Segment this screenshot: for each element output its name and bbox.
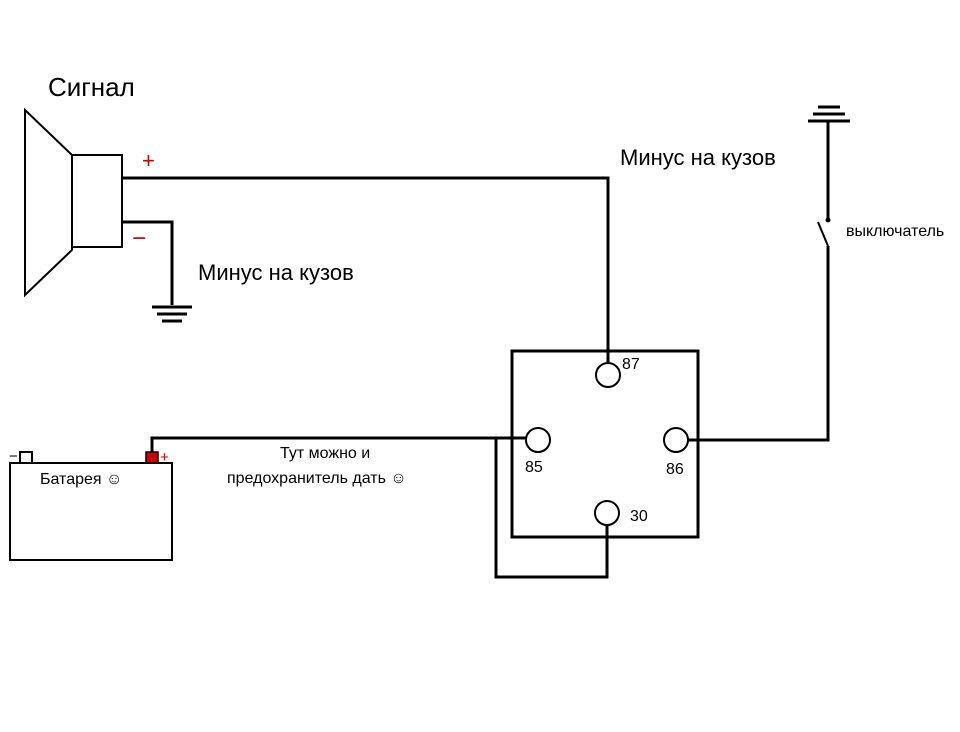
horn-minus-label: − (132, 225, 146, 252)
horn-plus-label: + (142, 148, 155, 173)
battery-plus-label: + (160, 449, 169, 466)
wire-battery-to-85 (150, 436, 526, 452)
relay-pin-86 (663, 427, 689, 453)
horn-body (71, 154, 123, 248)
switch-symbol (817, 217, 831, 247)
ground-symbol-switch (808, 105, 850, 123)
wire-85-to-30 (494, 438, 609, 579)
battery-label: Батарея ☺ (40, 471, 122, 488)
relay-pin-85-label: 85 (525, 459, 543, 476)
fuse-note-line2: предохранитель дать ☺ (227, 470, 407, 487)
wire-switch-to-86 (688, 246, 830, 442)
horn-speaker (24, 107, 123, 298)
relay-box (510, 349, 700, 539)
fuse-note-line1: Тут можно и (280, 445, 370, 462)
horn-cone (24, 107, 73, 298)
relay-pin-30 (594, 500, 620, 526)
battery (9, 451, 173, 561)
ground-switch-label: Минус на кузов (620, 145, 776, 170)
relay-pin-87-label: 87 (622, 356, 640, 373)
battery-minus-label: − (9, 448, 18, 465)
wire-horn-to-87 (122, 176, 610, 362)
diagram-title: Сигнал (48, 72, 135, 102)
relay-pin-85 (525, 427, 551, 453)
battery-body (9, 462, 173, 561)
ground-horn-label: Минус на кузов (198, 260, 354, 285)
battery-plus-terminal (145, 451, 159, 464)
relay-pin-30-label: 30 (630, 508, 648, 525)
wire-horn-to-ground (122, 220, 174, 305)
ground-symbol-horn (152, 305, 192, 323)
relay-pin-87 (595, 362, 621, 388)
relay-pin-86-label: 86 (666, 461, 684, 478)
switch-label: выключатель (846, 223, 944, 240)
battery-minus-terminal (19, 451, 33, 464)
